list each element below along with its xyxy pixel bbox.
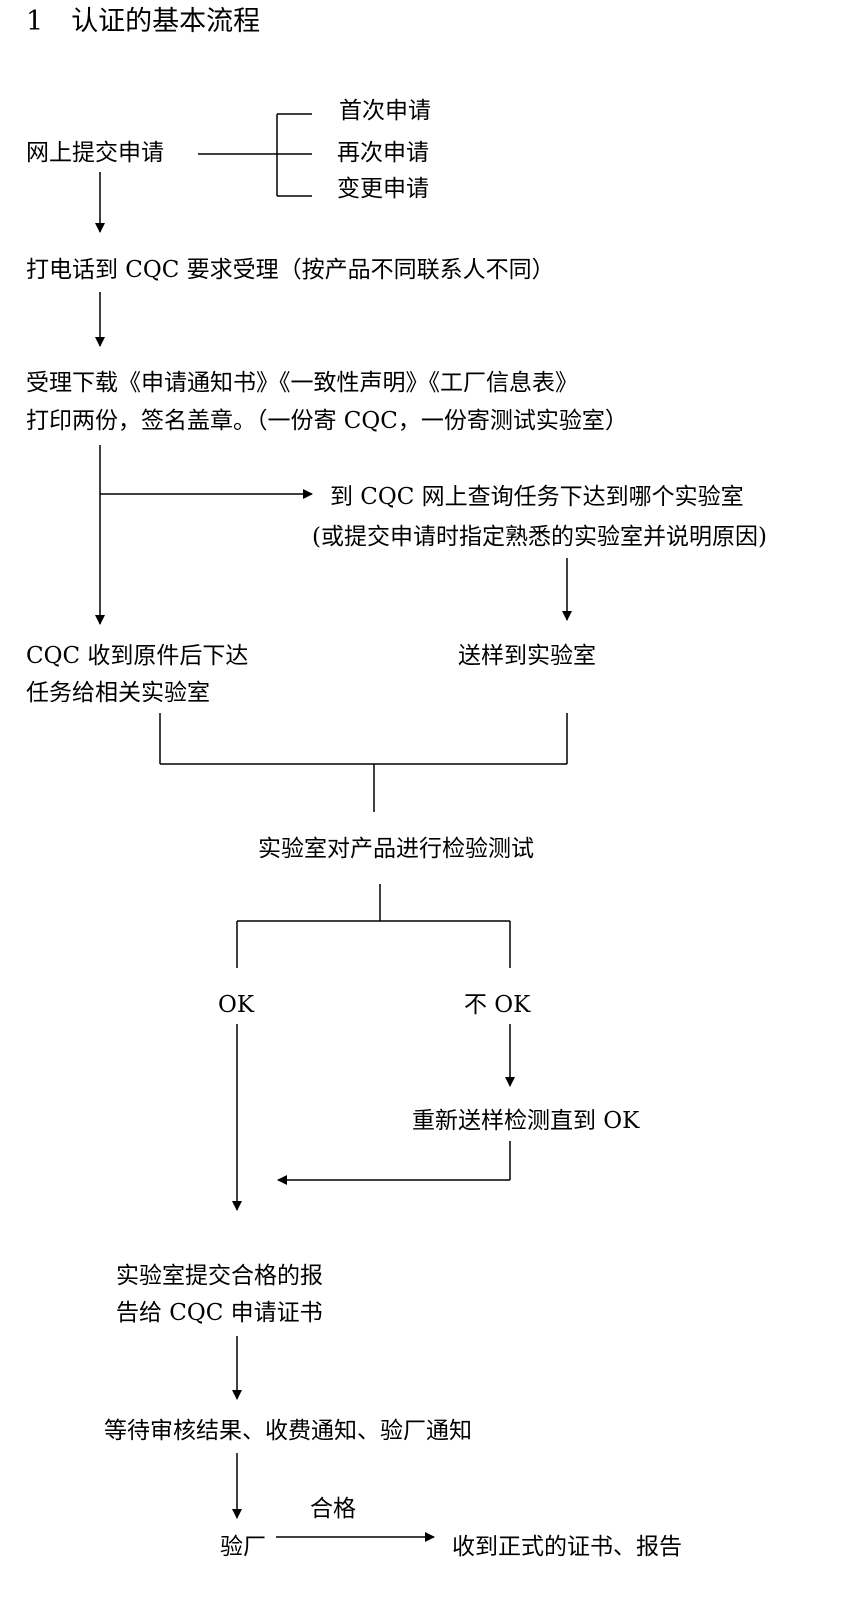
node-lab-test: 实验室对产品进行检验测试 [258, 836, 534, 862]
node-submit-online: 网上提交申请 [26, 140, 164, 166]
node-ok: OK [218, 992, 255, 1018]
node-report-line2: 告给 CQC 申请证书 [116, 1300, 323, 1326]
node-not-ok: 不 OK [464, 992, 531, 1018]
section-number: 1 [26, 6, 44, 37]
node-receive-certificate: 收到正式的证书、报告 [452, 1534, 682, 1560]
option-first-apply: 首次申请 [339, 98, 431, 124]
node-report-line1: 实验室提交合格的报 [116, 1263, 323, 1289]
node-query-line1: 到 CQC 网上查询任务下达到哪个实验室 [330, 484, 744, 510]
section-title: 1 认证的基本流程 [26, 6, 260, 38]
node-query-line2: (或提交申请时指定熟悉的实验室并说明原因) [312, 524, 767, 550]
node-send-sample: 送样到实验室 [458, 643, 596, 669]
node-cqc-line2: 任务给相关实验室 [26, 680, 210, 706]
section-title-text: 认证的基本流程 [71, 6, 261, 37]
option-reapply: 再次申请 [337, 140, 429, 166]
node-cqc-line1: CQC 收到原件后下达 [26, 643, 249, 669]
label-pass: 合格 [310, 1496, 356, 1522]
option-change-apply: 变更申请 [337, 176, 429, 202]
node-download-line2: 打印两份，签名盖章。（一份寄 CQC，一份寄测试实验室） [26, 408, 628, 434]
node-call-cqc: 打电话到 CQC 要求受理（按产品不同联系人不同） [26, 257, 555, 283]
node-download-line1: 受理下载《申请通知书》《一致性声明》《工厂信息表》 [26, 370, 578, 396]
node-wait-result: 等待审核结果、收费通知、验厂通知 [104, 1418, 472, 1444]
node-factory-audit: 验厂 [220, 1534, 266, 1560]
node-resend: 重新送样检测直到 OK [412, 1108, 640, 1134]
